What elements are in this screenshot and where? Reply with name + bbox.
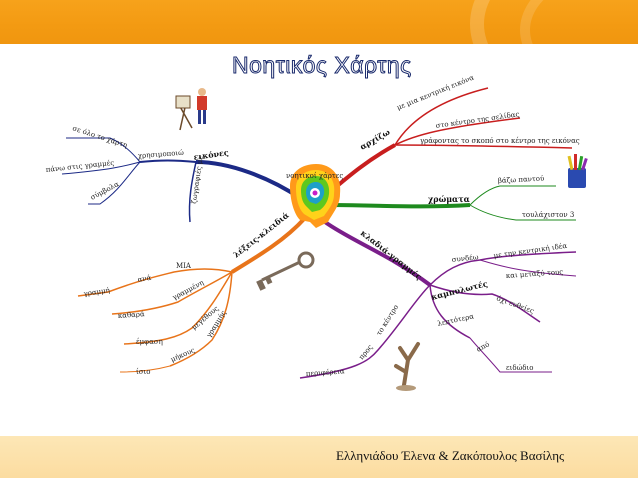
branch-line <box>123 271 233 345</box>
branch-line <box>119 365 171 373</box>
key-icon <box>256 251 315 291</box>
branch-line <box>469 337 552 373</box>
footer-authors: Ελληνιάδου Έλενα & Ζακόπουλος Βασίλης <box>336 448 565 463</box>
branch-lexeis: λέξεις-κλειδιά ΜΙΑ ανά γραμμή γραμμένη κ… <box>77 210 315 376</box>
branch-line <box>88 161 141 205</box>
leaf-label: με την κεντρική ιδέα <box>493 242 568 260</box>
branch-label: χρώματα <box>428 194 470 204</box>
node-label: ΜΙΑ <box>176 262 192 270</box>
top-band <box>0 0 638 44</box>
branch-line <box>188 161 197 223</box>
branch-line <box>230 216 307 274</box>
leaf-label: προς <box>357 343 374 361</box>
leaf-label: με μια κεντρική εικόνα <box>396 73 476 111</box>
leaf-label: όχι ευθείες <box>495 293 535 315</box>
node-label: συνδέω <box>451 253 479 264</box>
central-head-icon <box>290 164 341 228</box>
branch-line <box>394 87 489 146</box>
leaf-label: μήκους <box>170 346 197 364</box>
decorative-swoosh <box>470 0 638 44</box>
branch-xromata: χρώματα βάζω παντού τουλάχιστον 3 <box>331 154 588 221</box>
branch-line <box>66 137 141 163</box>
leaf-label: στο κέντρο της σελίδας <box>435 109 520 130</box>
branch-line <box>394 117 521 146</box>
decorative-swoosh <box>520 0 638 44</box>
leaf-label: ίσιο <box>136 367 150 376</box>
branch-kladia: κλαδιά-γραμμές συνδέω με την κεντρική ιδ… <box>299 220 577 391</box>
leaf-label: σε όλο το χάρτη <box>71 124 128 149</box>
leaf-label: ανά <box>137 274 152 284</box>
branch-line <box>429 284 471 339</box>
pencils-icon <box>567 154 588 188</box>
leaf-label: περιφέρεια <box>306 367 346 378</box>
tree-icon <box>394 342 420 391</box>
leaf-label: γράφοντας το σκοπό στο κέντρο της εικόνα… <box>420 137 580 145</box>
branch-line <box>77 268 233 297</box>
branch-line <box>111 271 233 315</box>
leaf-label: πάνω στις γραμμές <box>45 159 114 174</box>
leaf-label: τουλάχιστον 3 <box>522 211 574 219</box>
leaf-label: γραμμή <box>83 286 110 298</box>
branch-line <box>61 161 141 175</box>
branch-line <box>394 144 573 149</box>
branch-line <box>331 203 471 209</box>
branch-line <box>195 160 302 200</box>
branch-line <box>479 259 577 277</box>
branch-line <box>469 204 576 221</box>
node-label: το κέντρο <box>375 303 400 337</box>
branch-label: κλαδιά-γραμμές <box>359 228 424 282</box>
leaf-label: καθαρά <box>118 310 146 320</box>
bottom-band <box>0 436 638 478</box>
leaf-label: έμφαση <box>136 338 163 346</box>
node-label: χρησιμοποιώ <box>138 149 185 160</box>
branch-label: εικόνες <box>193 147 230 162</box>
node-label: λεπτότερα <box>437 312 475 328</box>
branch-line <box>139 159 197 163</box>
slide-title: Νοητικός Χάρτης <box>232 52 412 79</box>
leaf-label: ειδώδιο <box>506 364 533 372</box>
leaf-label: βάζω παντού <box>498 175 545 185</box>
leaf-label: και μεταξύ τους <box>506 268 564 280</box>
painter-icon <box>175 88 207 131</box>
branch-line <box>429 284 541 323</box>
branch-line <box>169 271 233 367</box>
node-label: καμπυλωτές <box>430 278 489 302</box>
branch-eikones: εικόνες χρησιμοποιώ σε όλο το χάρτη πάνω… <box>45 88 302 223</box>
branch-line <box>299 284 431 379</box>
leaf-label: από <box>475 340 491 353</box>
branch-line <box>323 220 432 287</box>
central-label: νοητικοί χάρτες <box>286 171 343 180</box>
branch-line <box>469 185 556 206</box>
